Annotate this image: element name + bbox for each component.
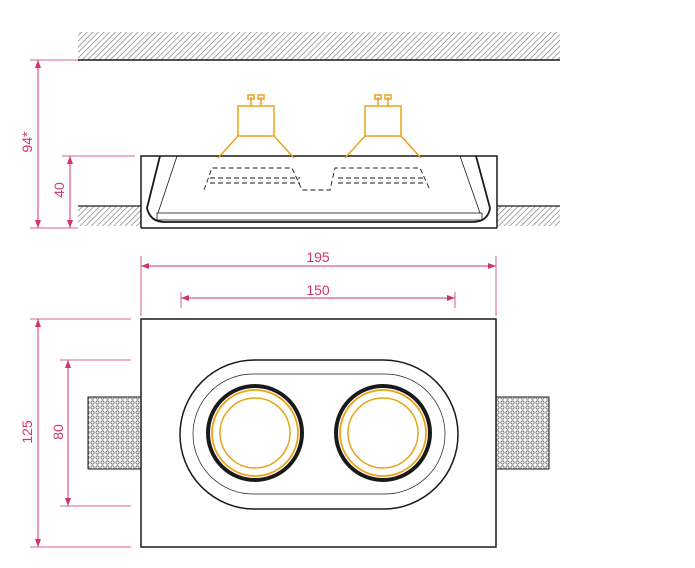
fixture-plate bbox=[140, 318, 497, 548]
lamp-ring-right bbox=[334, 384, 432, 482]
dimension-flange-depth: 40 bbox=[51, 155, 135, 228]
dimension-label-cutout-height: 80 bbox=[50, 424, 66, 440]
dimension-cutout-width: 150 bbox=[180, 282, 456, 308]
side-view: 94* 40 bbox=[19, 32, 560, 229]
dimension-ceiling-gap: 94* bbox=[19, 59, 78, 229]
fixture-side-body bbox=[140, 155, 498, 229]
gu10-lamp-icon bbox=[344, 94, 422, 159]
ceiling-slab bbox=[78, 32, 560, 61]
gu10-lamp-icon bbox=[217, 94, 295, 159]
dimension-label-flange-depth: 40 bbox=[51, 182, 67, 198]
mounting-tab-right bbox=[495, 396, 550, 470]
lamp-opening bbox=[179, 359, 459, 510]
lamp-ring-left bbox=[206, 384, 304, 482]
dimension-total-width: 195 bbox=[140, 249, 497, 316]
top-view: 195 150 bbox=[19, 249, 550, 548]
plasterboard-right bbox=[497, 205, 560, 226]
dimension-label-total-width: 195 bbox=[306, 249, 330, 265]
dimension-label-cutout-width: 150 bbox=[306, 282, 330, 298]
dimension-label-ceiling-gap: 94* bbox=[19, 131, 35, 153]
dimension-cutout-height: 80 bbox=[50, 359, 131, 507]
mounting-tab-left bbox=[87, 396, 142, 470]
plasterboard-left bbox=[78, 205, 141, 226]
dimension-total-height: 125 bbox=[19, 318, 131, 548]
dimension-label-total-height: 125 bbox=[19, 420, 35, 444]
